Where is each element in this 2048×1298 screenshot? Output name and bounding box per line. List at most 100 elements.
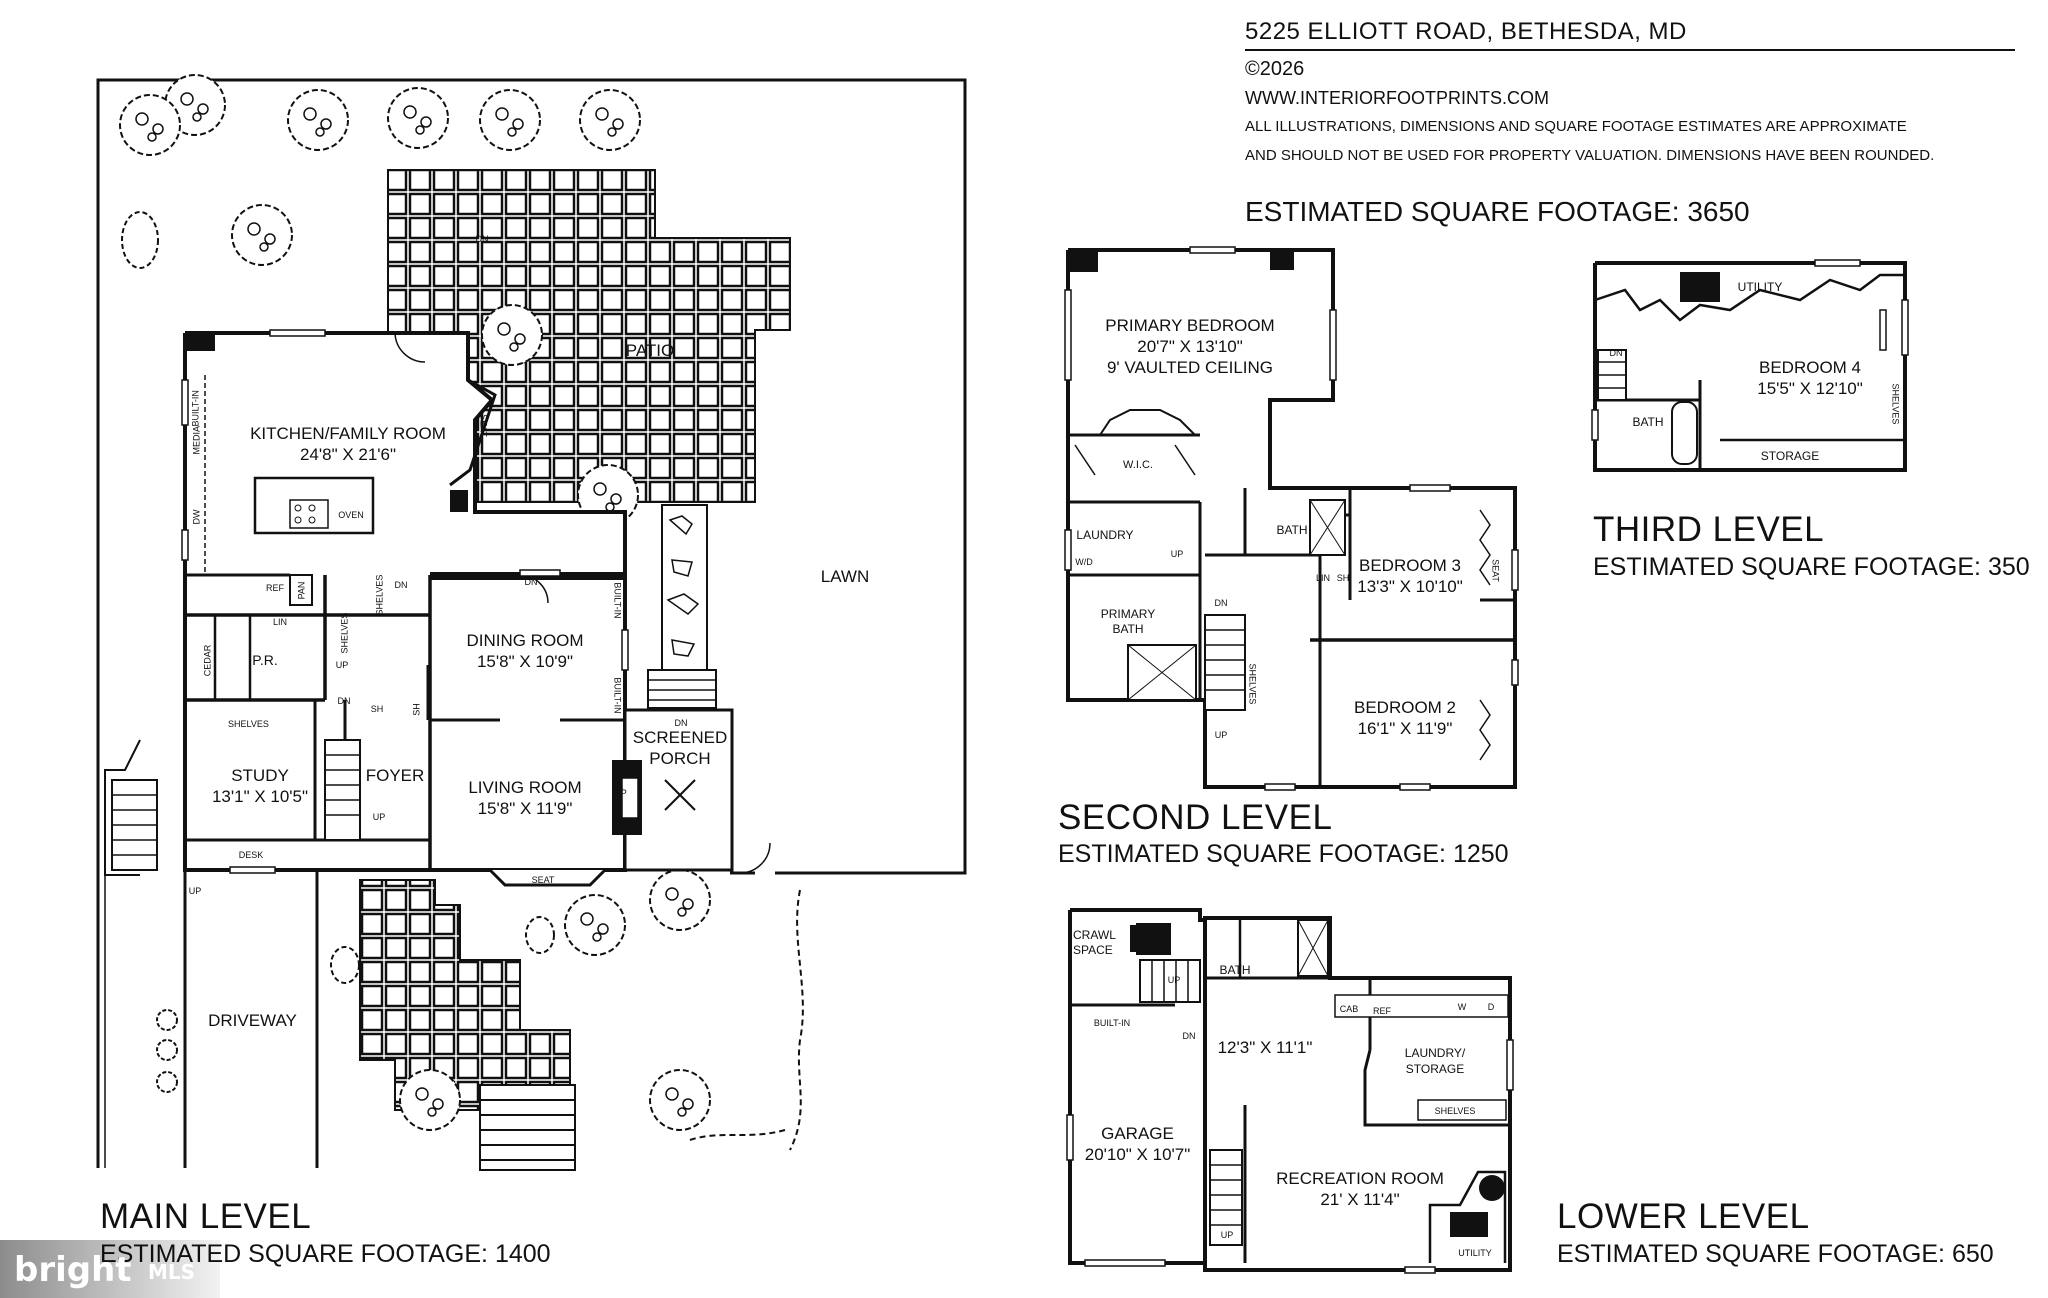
- disclaimer-line-2: AND SHOULD NOT BE USED FOR PROPERTY VALU…: [1245, 147, 1935, 164]
- up-label: UP: [1167, 975, 1181, 985]
- laundry-storage-label: LAUNDRY/ STORAGE: [1404, 1046, 1466, 1076]
- linen-label: LIN: [1315, 573, 1330, 583]
- laundry-label: LAUNDRY: [1076, 528, 1134, 542]
- dryer-label: D: [1487, 1002, 1495, 1012]
- primary-bath-label: PRIMARY BATH: [1100, 607, 1156, 636]
- down-label: DN: [1182, 1031, 1196, 1041]
- disclaimer-line-1: ALL ILLUSTRATIONS, DIMENSIONS AND SQUARE…: [1245, 118, 1907, 135]
- cedar-label: CEDAR: [202, 644, 213, 677]
- media-label: MEDIA: [191, 425, 202, 455]
- built-in-label: BUILT-IN: [1093, 1018, 1131, 1028]
- down-label: DN: [1609, 348, 1623, 358]
- mls-watermark: bright MLS: [0, 1240, 220, 1298]
- cabinet-label: CAB: [1339, 1004, 1359, 1014]
- seat-label: SEAT: [478, 414, 489, 437]
- built-in-label: BUILT-IN: [190, 390, 201, 427]
- fireplace-label: FP: [615, 788, 627, 798]
- ref-label: REF: [1373, 1006, 1391, 1016]
- pantry-label: PAN: [296, 581, 307, 600]
- powder-room-label: P.R.: [252, 652, 278, 668]
- watermark-brand: bright: [14, 1250, 132, 1290]
- linen-label: LIN: [272, 617, 287, 627]
- up-label: UP: [1214, 730, 1228, 740]
- up-label: UP: [1170, 549, 1184, 559]
- shelves-label: SHELVES: [1434, 1106, 1476, 1116]
- lower-level-title: LOWER LEVEL: [1557, 1197, 1810, 1236]
- down-label: DN: [674, 718, 688, 728]
- main-exterior-wall: [183, 331, 627, 872]
- storage-label: STORAGE: [1760, 449, 1820, 463]
- oven-label: OVEN: [338, 510, 364, 520]
- third-level-sqft: ESTIMATED SQUARE FOOTAGE: 350: [1593, 553, 2030, 581]
- copyright: ©2026: [1245, 58, 1305, 80]
- bath-label: BATH: [1632, 415, 1664, 429]
- front-walk-pavers: [359, 879, 571, 1111]
- bath-label: BATH: [1219, 963, 1251, 977]
- shelf-label: SH: [411, 703, 422, 716]
- patio-label: PATIO: [625, 341, 675, 360]
- main-level-plan: [96, 74, 967, 1171]
- lower-level-sqft: ESTIMATED SQUARE FOOTAGE: 650: [1557, 1240, 1994, 1268]
- up-label: UP: [188, 886, 202, 896]
- lawn-label: LAWN: [820, 567, 870, 586]
- third-level-plan: [1591, 259, 1909, 472]
- total-sqft: ESTIMATED SQUARE FOOTAGE: 3650: [1245, 196, 1750, 227]
- up-label: UP: [372, 812, 386, 822]
- screened-porch-label: SCREENED PORCH: [632, 728, 728, 768]
- dishwasher-label: DW: [191, 509, 202, 525]
- shelves-label: SHELVES: [1247, 663, 1258, 705]
- ref-label: REF: [266, 583, 284, 593]
- shelves-label: SHELVES: [228, 719, 269, 729]
- washer-label: W: [1457, 1002, 1467, 1012]
- hall-dimension-label: 12'3" X 11'1": [1217, 1038, 1313, 1057]
- second-level-plan: [1064, 246, 1519, 791]
- shelves-label: SHELVES: [374, 574, 385, 616]
- shelves-label: SHELVES: [339, 612, 350, 654]
- seat-label: SEAT: [1490, 559, 1501, 582]
- foyer-label: FOYER: [365, 766, 425, 785]
- third-level-title: THIRD LEVEL: [1593, 510, 1825, 549]
- down-label: DN: [475, 234, 489, 244]
- desk-label: DESK: [238, 850, 264, 860]
- second-level-title: SECOND LEVEL: [1058, 798, 1333, 837]
- bath-label: BATH: [1276, 523, 1308, 537]
- up-label: UP: [1220, 1230, 1234, 1240]
- front-seat-label: SEAT: [531, 875, 555, 885]
- crawl-space-label: CRAWL SPACE: [1073, 928, 1116, 957]
- down-label: DN: [1214, 598, 1228, 608]
- up-label: UP: [335, 660, 349, 670]
- main-level-title: MAIN LEVEL: [100, 1197, 312, 1236]
- walk-in-closet-label: W.I.C.: [1123, 459, 1153, 471]
- down-label: DN: [524, 577, 538, 587]
- shelf-label: SH: [1336, 573, 1350, 583]
- second-level-sqft: ESTIMATED SQUARE FOOTAGE: 1250: [1058, 840, 1509, 868]
- address-title: 5225 ELLIOTT ROAD, BETHESDA, MD: [1245, 18, 1687, 45]
- shelves-label: SHELVES: [1890, 383, 1901, 425]
- driveway-label: DRIVEWAY: [208, 1011, 297, 1030]
- watermark-suffix: MLS: [148, 1260, 196, 1284]
- built-in-label: BUILT-IN: [612, 582, 623, 619]
- lot-boundary: [96, 78, 967, 1168]
- shelf-label: SH: [370, 704, 384, 714]
- washer-dryer-label: W/D: [1075, 557, 1093, 567]
- utility-label: UTILITY: [1458, 1248, 1492, 1258]
- lower-level-plan: [1066, 908, 1514, 1274]
- website: WWW.INTERIORFOOTPRINTS.COM: [1245, 88, 1549, 108]
- down-label: DN: [394, 580, 408, 590]
- main-level-sqft: ESTIMATED SQUARE FOOTAGE: 1400: [100, 1240, 551, 1268]
- down-label: DN: [337, 696, 351, 706]
- built-in-label: BUILT-IN: [612, 677, 623, 714]
- utility-label: UTILITY: [1737, 280, 1783, 294]
